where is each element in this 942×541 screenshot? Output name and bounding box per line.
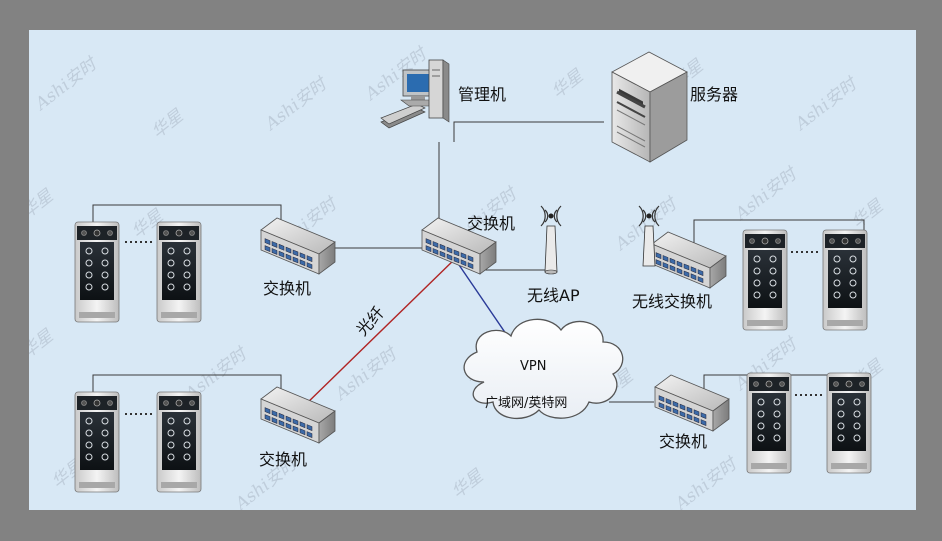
cable-right-top-terminals (693, 219, 865, 245)
network-diagram-canvas: Ashi安时 华星 Ashi安时 Ashi安时 华星 华星 Ashi安时 华星 … (29, 30, 916, 510)
right-bottom-switch-label: 交换机 (659, 432, 708, 451)
left-top-switch-label: 交换机 (263, 279, 312, 298)
left-bottom-switch-label: 交换机 (259, 450, 308, 469)
door-terminal (74, 221, 120, 323)
door-terminal (74, 391, 120, 493)
fiber-link (301, 254, 460, 409)
terminal-group-right-top (742, 229, 868, 331)
left-top-switch-icon (260, 217, 336, 275)
terminal-group-left-top (74, 221, 202, 323)
door-terminal (746, 372, 792, 474)
terminal-group-right-bottom (746, 372, 872, 474)
wireless-ap-icon (540, 205, 562, 275)
admin-pc-label: 管理机 (458, 85, 507, 104)
wan-label: 广域网/英特网 (485, 396, 568, 411)
wan-cloud (463, 318, 624, 420)
core-switch-label: 交换机 (467, 214, 516, 233)
wireless-switch-antenna-icon (638, 205, 660, 267)
cable-left-bottom-terminals (92, 374, 282, 398)
door-terminal (822, 229, 868, 331)
cable-core-to-server (453, 121, 604, 142)
right-bottom-switch-icon (654, 374, 730, 432)
wireless-switch-label: 无线交换机 (632, 292, 713, 311)
left-bottom-switch-icon (260, 386, 336, 444)
door-terminal (742, 229, 788, 331)
terminal-group-left-bottom (74, 391, 202, 493)
door-terminal (826, 372, 872, 474)
wireless-switch-icon (651, 231, 727, 289)
server-icon (611, 51, 688, 163)
cable-left-top-terminals (92, 204, 282, 228)
vpn-label: VPN (520, 359, 547, 374)
door-terminal (156, 221, 202, 323)
door-terminal (156, 391, 202, 493)
server-label: 服务器 (690, 85, 739, 104)
admin-pc-icon (380, 59, 450, 129)
wireless-ap-label: 无线AP (527, 286, 580, 305)
ethernet-cables (92, 121, 870, 403)
network-topology (74, 51, 872, 493)
